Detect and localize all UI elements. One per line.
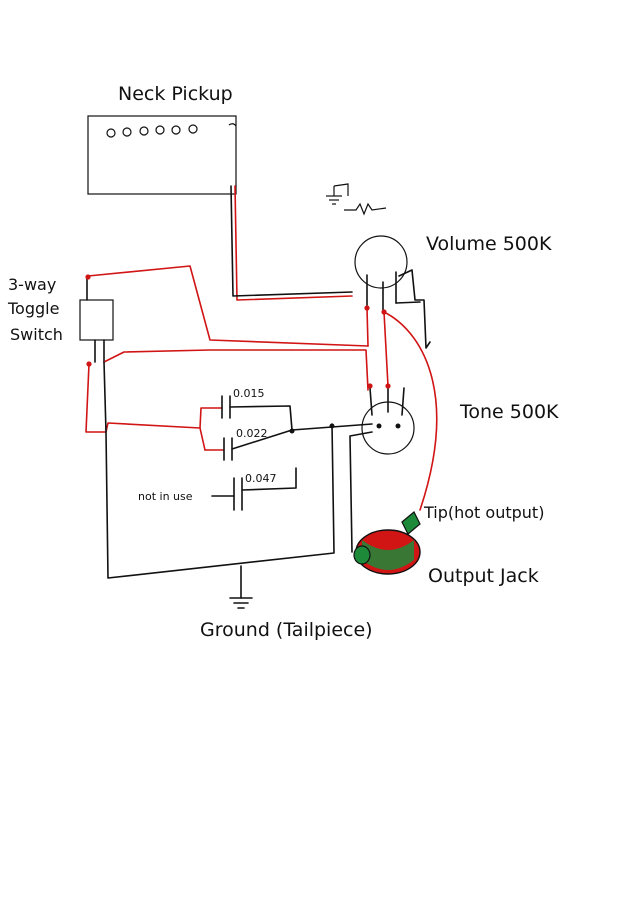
hot-output-wire xyxy=(383,311,438,511)
capacitor-icon xyxy=(221,395,231,419)
pickup-hot-wire xyxy=(234,185,353,301)
cap-015-out-wire xyxy=(229,405,293,431)
potentiometer-icon xyxy=(361,387,415,455)
toggle-to-cap-wire xyxy=(85,363,206,451)
toggle-to-volume-wire xyxy=(87,265,369,347)
cap-022-label: 0.022 xyxy=(236,427,268,440)
potentiometer-icon xyxy=(354,235,408,311)
cap-junction-dot xyxy=(289,428,295,434)
capacitor-icon xyxy=(223,437,233,461)
output-jack-icon xyxy=(353,511,421,575)
ground-bus-wire xyxy=(103,361,335,579)
toggle-switch-body xyxy=(79,299,114,341)
toggle-label-line1: 3-way xyxy=(8,275,56,294)
pickup-ground-wire xyxy=(230,185,353,297)
tone-label: Tone 500K xyxy=(459,401,559,423)
tone-center-dot xyxy=(376,423,382,429)
capacitor-icon xyxy=(233,477,243,511)
neck-pickup xyxy=(87,115,237,195)
toggle-label-line2: Toggle xyxy=(7,299,59,318)
ground-label: Ground (Tailpiece) xyxy=(200,619,373,641)
tip-label: Tip(hot output) xyxy=(423,503,544,522)
cap-047-label: 0.047 xyxy=(245,472,277,485)
tone-to-jack-ground-wire xyxy=(349,431,373,553)
ground-junction-dot xyxy=(329,423,335,429)
toggle-to-tone-wire xyxy=(103,349,369,391)
volume-label: Volume 500K xyxy=(426,233,552,255)
ground-icon xyxy=(326,183,387,216)
ground-icon xyxy=(229,565,253,609)
pickup-pole-icon xyxy=(106,123,237,138)
volume-lug-link xyxy=(395,301,421,304)
output-jack-label: Output Jack xyxy=(428,565,539,587)
volume-ground-wire xyxy=(398,269,431,349)
volume-to-tone-wire-2 xyxy=(383,311,389,387)
toggle-label-line3: Switch xyxy=(10,325,63,344)
cap-015-label: 0.015 xyxy=(233,387,265,400)
volume-to-tone-wire-1 xyxy=(366,307,369,347)
neck-pickup-label: Neck Pickup xyxy=(118,83,233,105)
tone-right-dot xyxy=(395,423,401,429)
cap-015-feed-wire xyxy=(199,407,223,429)
tone-solder-1 xyxy=(367,383,373,389)
not-in-use-label: not in use xyxy=(138,490,193,503)
cap-047-out-wire xyxy=(241,467,297,491)
